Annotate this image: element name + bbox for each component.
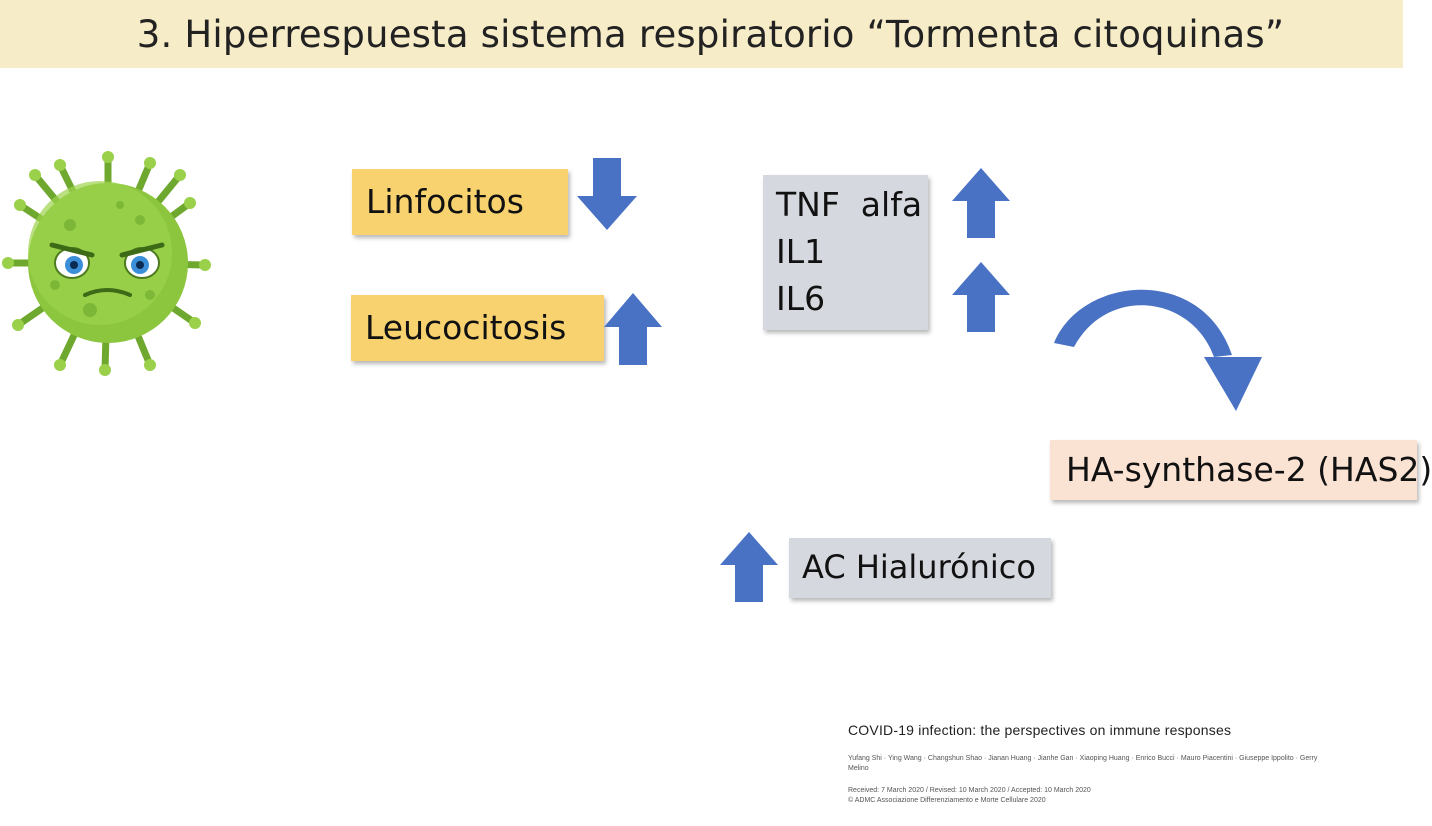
arrow-up-icon: [952, 168, 1010, 238]
has2-box: HA-synthase-2 (HAS2): [1050, 440, 1432, 500]
reference-citation: COVID-19 infection: the perspectives on …: [848, 722, 1328, 806]
leucocitosis-label: Leucocitosis: [365, 308, 567, 347]
title-bar: 3. Hiperrespuesta sistema respiratorio “…: [0, 0, 1403, 68]
reference-title: COVID-19 infection: the perspectives on …: [848, 722, 1232, 738]
curved-arrow-icon: [1054, 289, 1262, 411]
arrow-down-icon: [577, 158, 637, 230]
arrow-up-icon: [720, 532, 778, 602]
cytokines-box: TNF alfa IL1 IL6: [763, 175, 928, 330]
hialuronico-label: AC Hialurónico: [802, 548, 1036, 586]
hialuronico-box: AC Hialurónico: [789, 538, 1051, 598]
arrow-up-icon: [604, 293, 662, 365]
virus-icon: [2, 151, 211, 376]
cytokine-il1: IL1: [776, 232, 826, 271]
linfocitos-label: Linfocitos: [366, 182, 524, 221]
reference-authors: Yufang Shi · Ying Wang · Changshun Shao …: [848, 755, 1318, 772]
cytokine-il6: IL6: [776, 279, 826, 318]
reference-copyright: © ADMC Associazione Differenziamento e M…: [848, 797, 1046, 804]
has2-label: HA-synthase-2 (HAS2): [1066, 450, 1432, 489]
slide-title: 3. Hiperrespuesta sistema respiratorio “…: [136, 12, 1285, 56]
leucocitosis-box: Leucocitosis: [351, 295, 604, 361]
arrow-up-icon: [952, 262, 1010, 332]
cytokine-tnf-alfa: TNF alfa: [776, 185, 923, 224]
reference-dates: Received: 7 March 2020 / Revised: 10 Mar…: [848, 787, 1091, 794]
linfocitos-box: Linfocitos: [352, 169, 568, 235]
